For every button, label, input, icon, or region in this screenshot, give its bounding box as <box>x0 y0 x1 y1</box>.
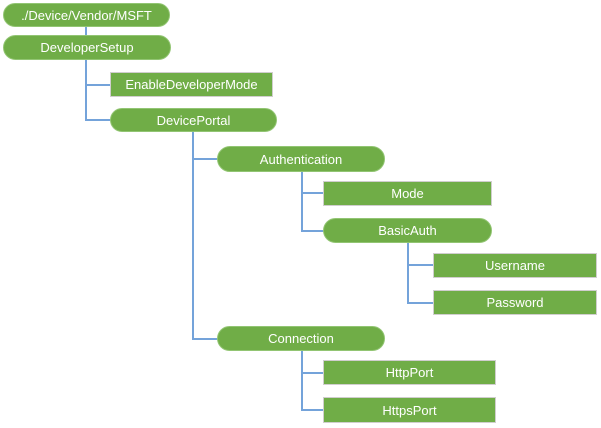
connector-line <box>85 60 87 121</box>
node-https-port: HttpsPort <box>323 397 496 423</box>
node-mode: Mode <box>323 181 492 206</box>
node-username: Username <box>433 253 597 278</box>
connector-line <box>407 243 409 304</box>
connector-line <box>301 192 324 194</box>
node-basic-auth: BasicAuth <box>323 218 492 243</box>
connector-line <box>85 84 111 86</box>
connector-line <box>192 132 194 340</box>
node-connection: Connection <box>217 326 385 351</box>
connector-line <box>301 409 324 411</box>
connector-line <box>301 351 303 411</box>
connector-line <box>301 372 324 374</box>
connector-line <box>407 264 434 266</box>
node-enable-developer-mode: EnableDeveloperMode <box>110 72 273 97</box>
connector-line <box>407 302 434 304</box>
connector-line <box>301 172 303 232</box>
connector-line <box>85 119 111 121</box>
connector-line <box>301 230 324 232</box>
node-root: ./Device/Vendor/MSFT <box>3 3 170 27</box>
node-device-portal: DevicePortal <box>110 108 277 132</box>
connector-line <box>85 27 87 36</box>
node-password: Password <box>433 290 597 315</box>
node-developer-setup: DeveloperSetup <box>3 35 171 60</box>
node-authentication: Authentication <box>217 146 385 172</box>
node-http-port: HttpPort <box>323 360 496 385</box>
connector-line <box>192 338 218 340</box>
connector-line <box>192 158 218 160</box>
